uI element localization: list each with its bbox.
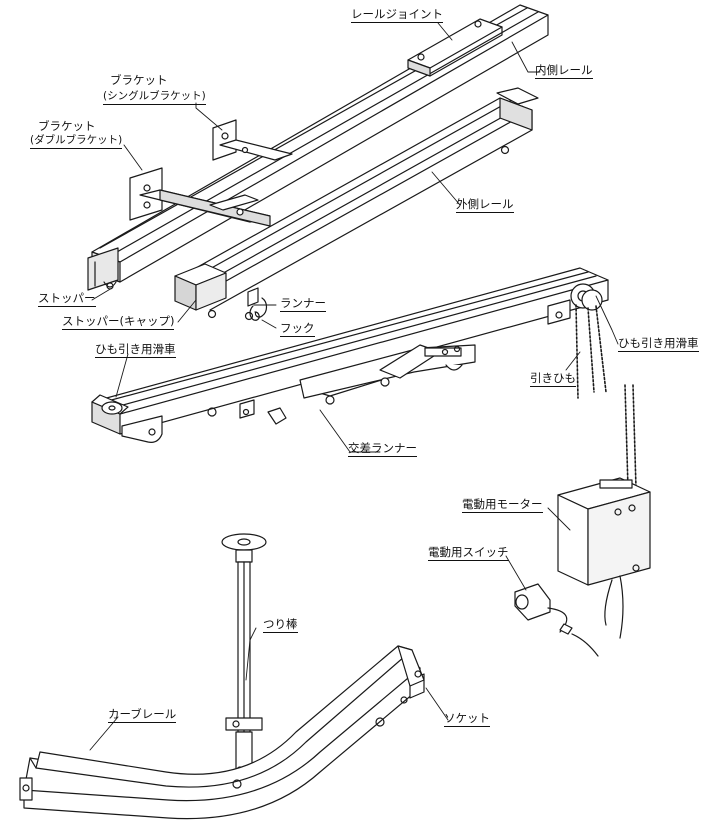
runner-hook [207,145,510,321]
label-cross-runner: 交差ランナー [348,441,417,457]
label-socket: ソケット [444,711,490,727]
rail-joint [407,18,503,77]
label-stopper-cap: ストッパー(キャップ) [62,314,175,330]
outer-rail [177,87,539,311]
pulley-right [570,283,603,311]
pulley-left [101,401,123,415]
label-motor: 電動用モーター [462,497,543,513]
switch [514,583,599,657]
double-bracket [129,167,271,227]
cord-rail [91,267,609,443]
label-bracket-double-sub: (ダブルブラケット) [30,134,123,149]
hanging-rod [221,533,267,783]
label-inner-rail: 内側レール [535,63,593,79]
label-pulley-right: ひも引き用滑車 [618,336,699,352]
label-hook: フック [280,321,315,337]
label-stopper: ストッパー [38,291,96,307]
label-bracket-single-title: ブラケット [110,73,168,87]
label-bracket-single-sub: (シングルブラケット) [103,90,206,105]
label-curve-rail: カーブレール [108,707,177,723]
inner-rail [91,4,549,283]
socket [232,645,425,789]
label-hanging-rod: つり棒 [263,617,298,633]
cross-runner [207,344,476,425]
label-rail-joint: レールジョイント [351,7,443,23]
curve-rail [19,645,425,820]
pull-cord [575,304,607,399]
stopper [87,247,119,291]
label-pull-cord: 引きひも [530,371,576,387]
motor [557,384,651,639]
label-switch: 電動用スイッチ [428,545,509,561]
stopper-cap [174,263,227,311]
label-outer-rail: 外側レール [456,197,514,213]
single-bracket [212,119,293,161]
label-bracket-double-title: ブラケット [38,119,96,133]
label-runner: ランナー [280,296,326,312]
label-pulley-left: ひも引き用滑車 [95,342,176,358]
